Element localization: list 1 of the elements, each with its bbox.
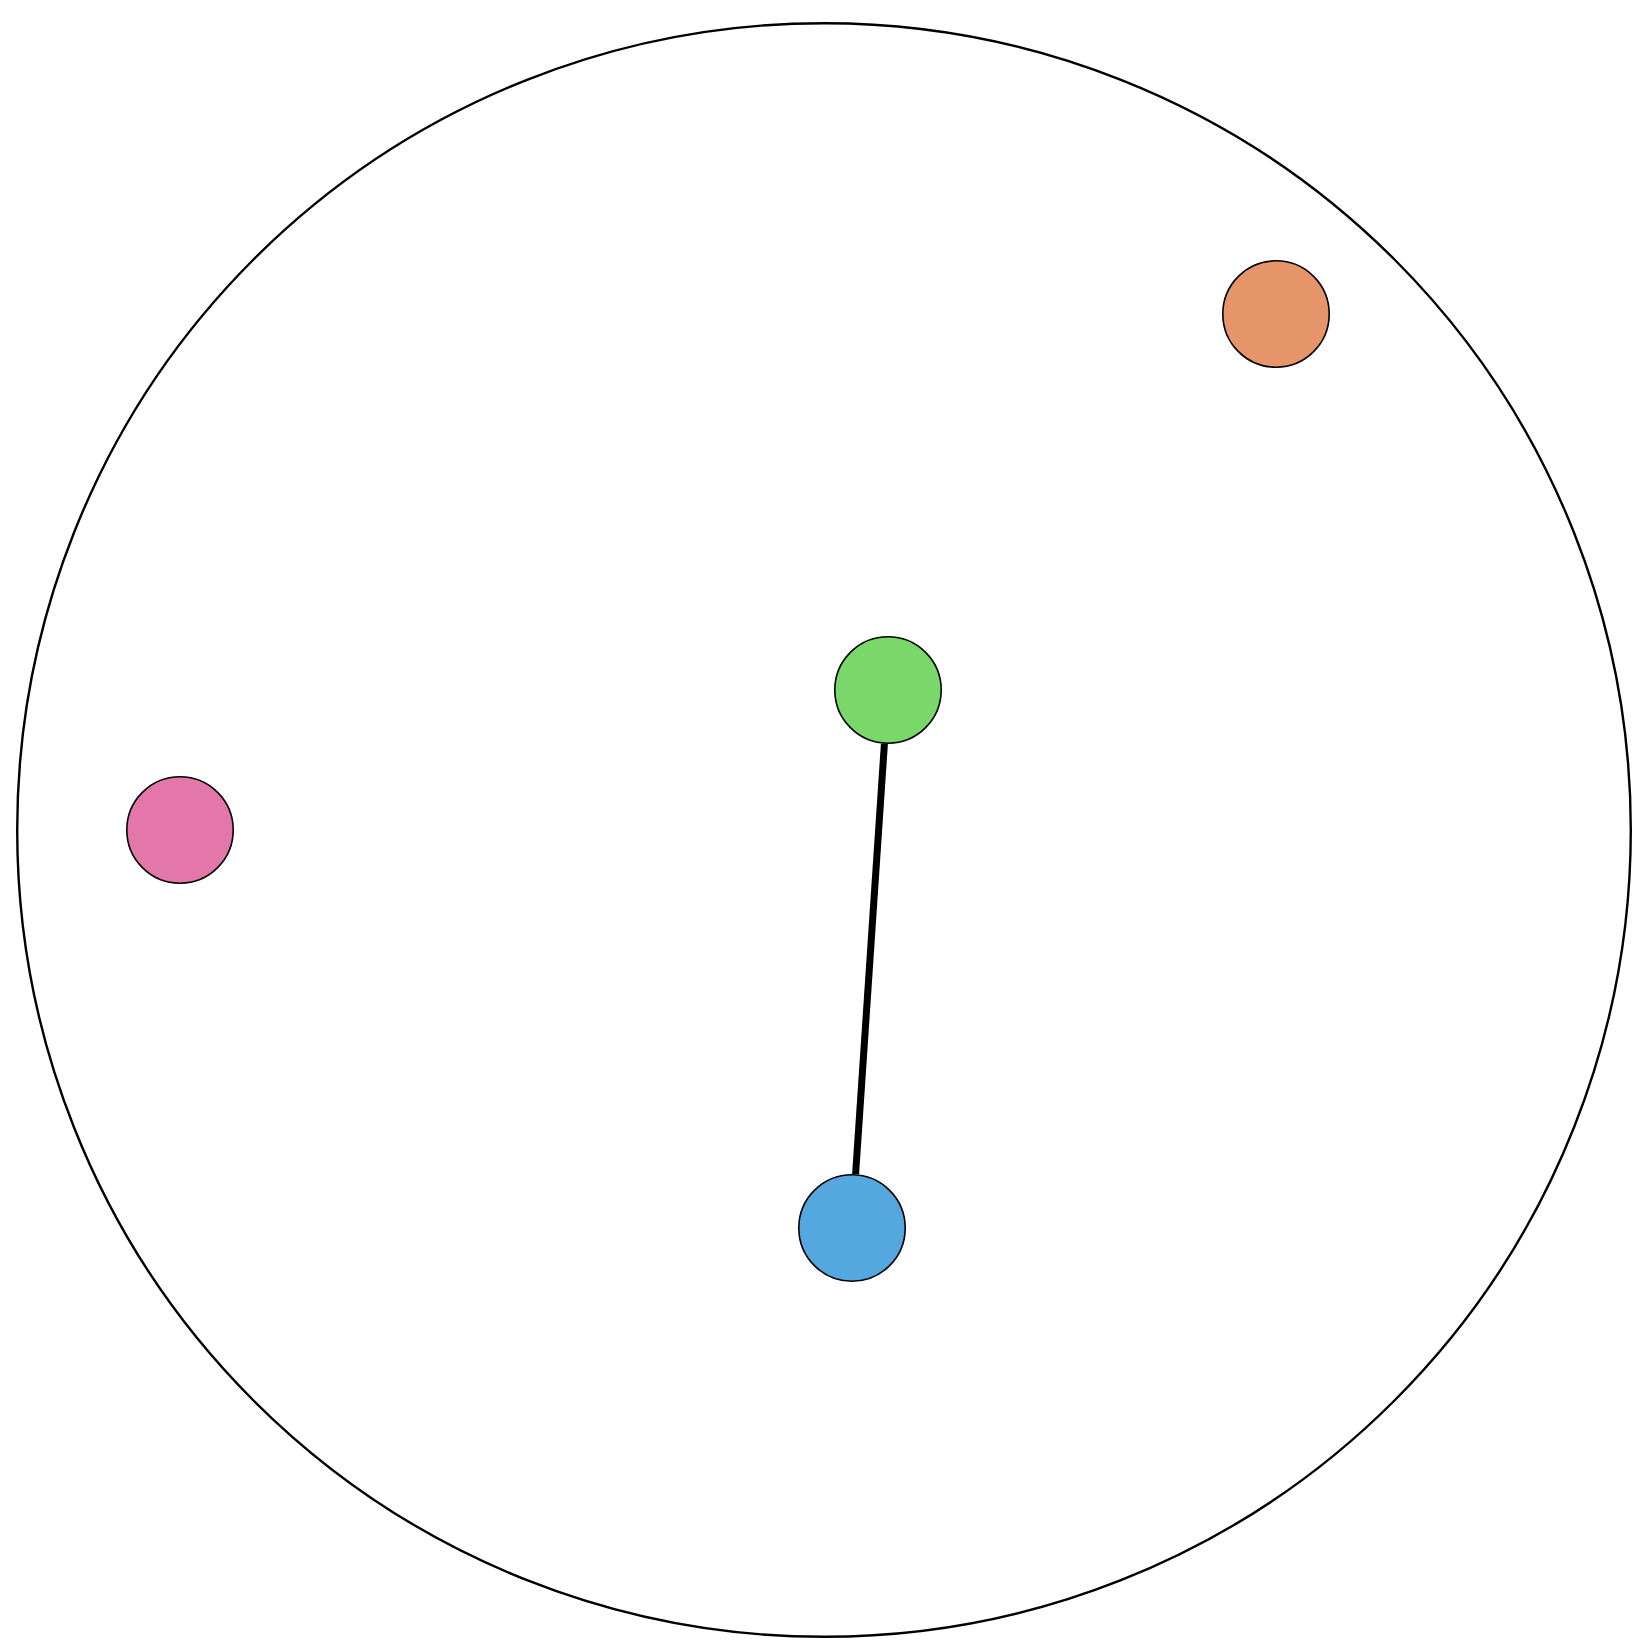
connector-line [852,743,888,1175]
